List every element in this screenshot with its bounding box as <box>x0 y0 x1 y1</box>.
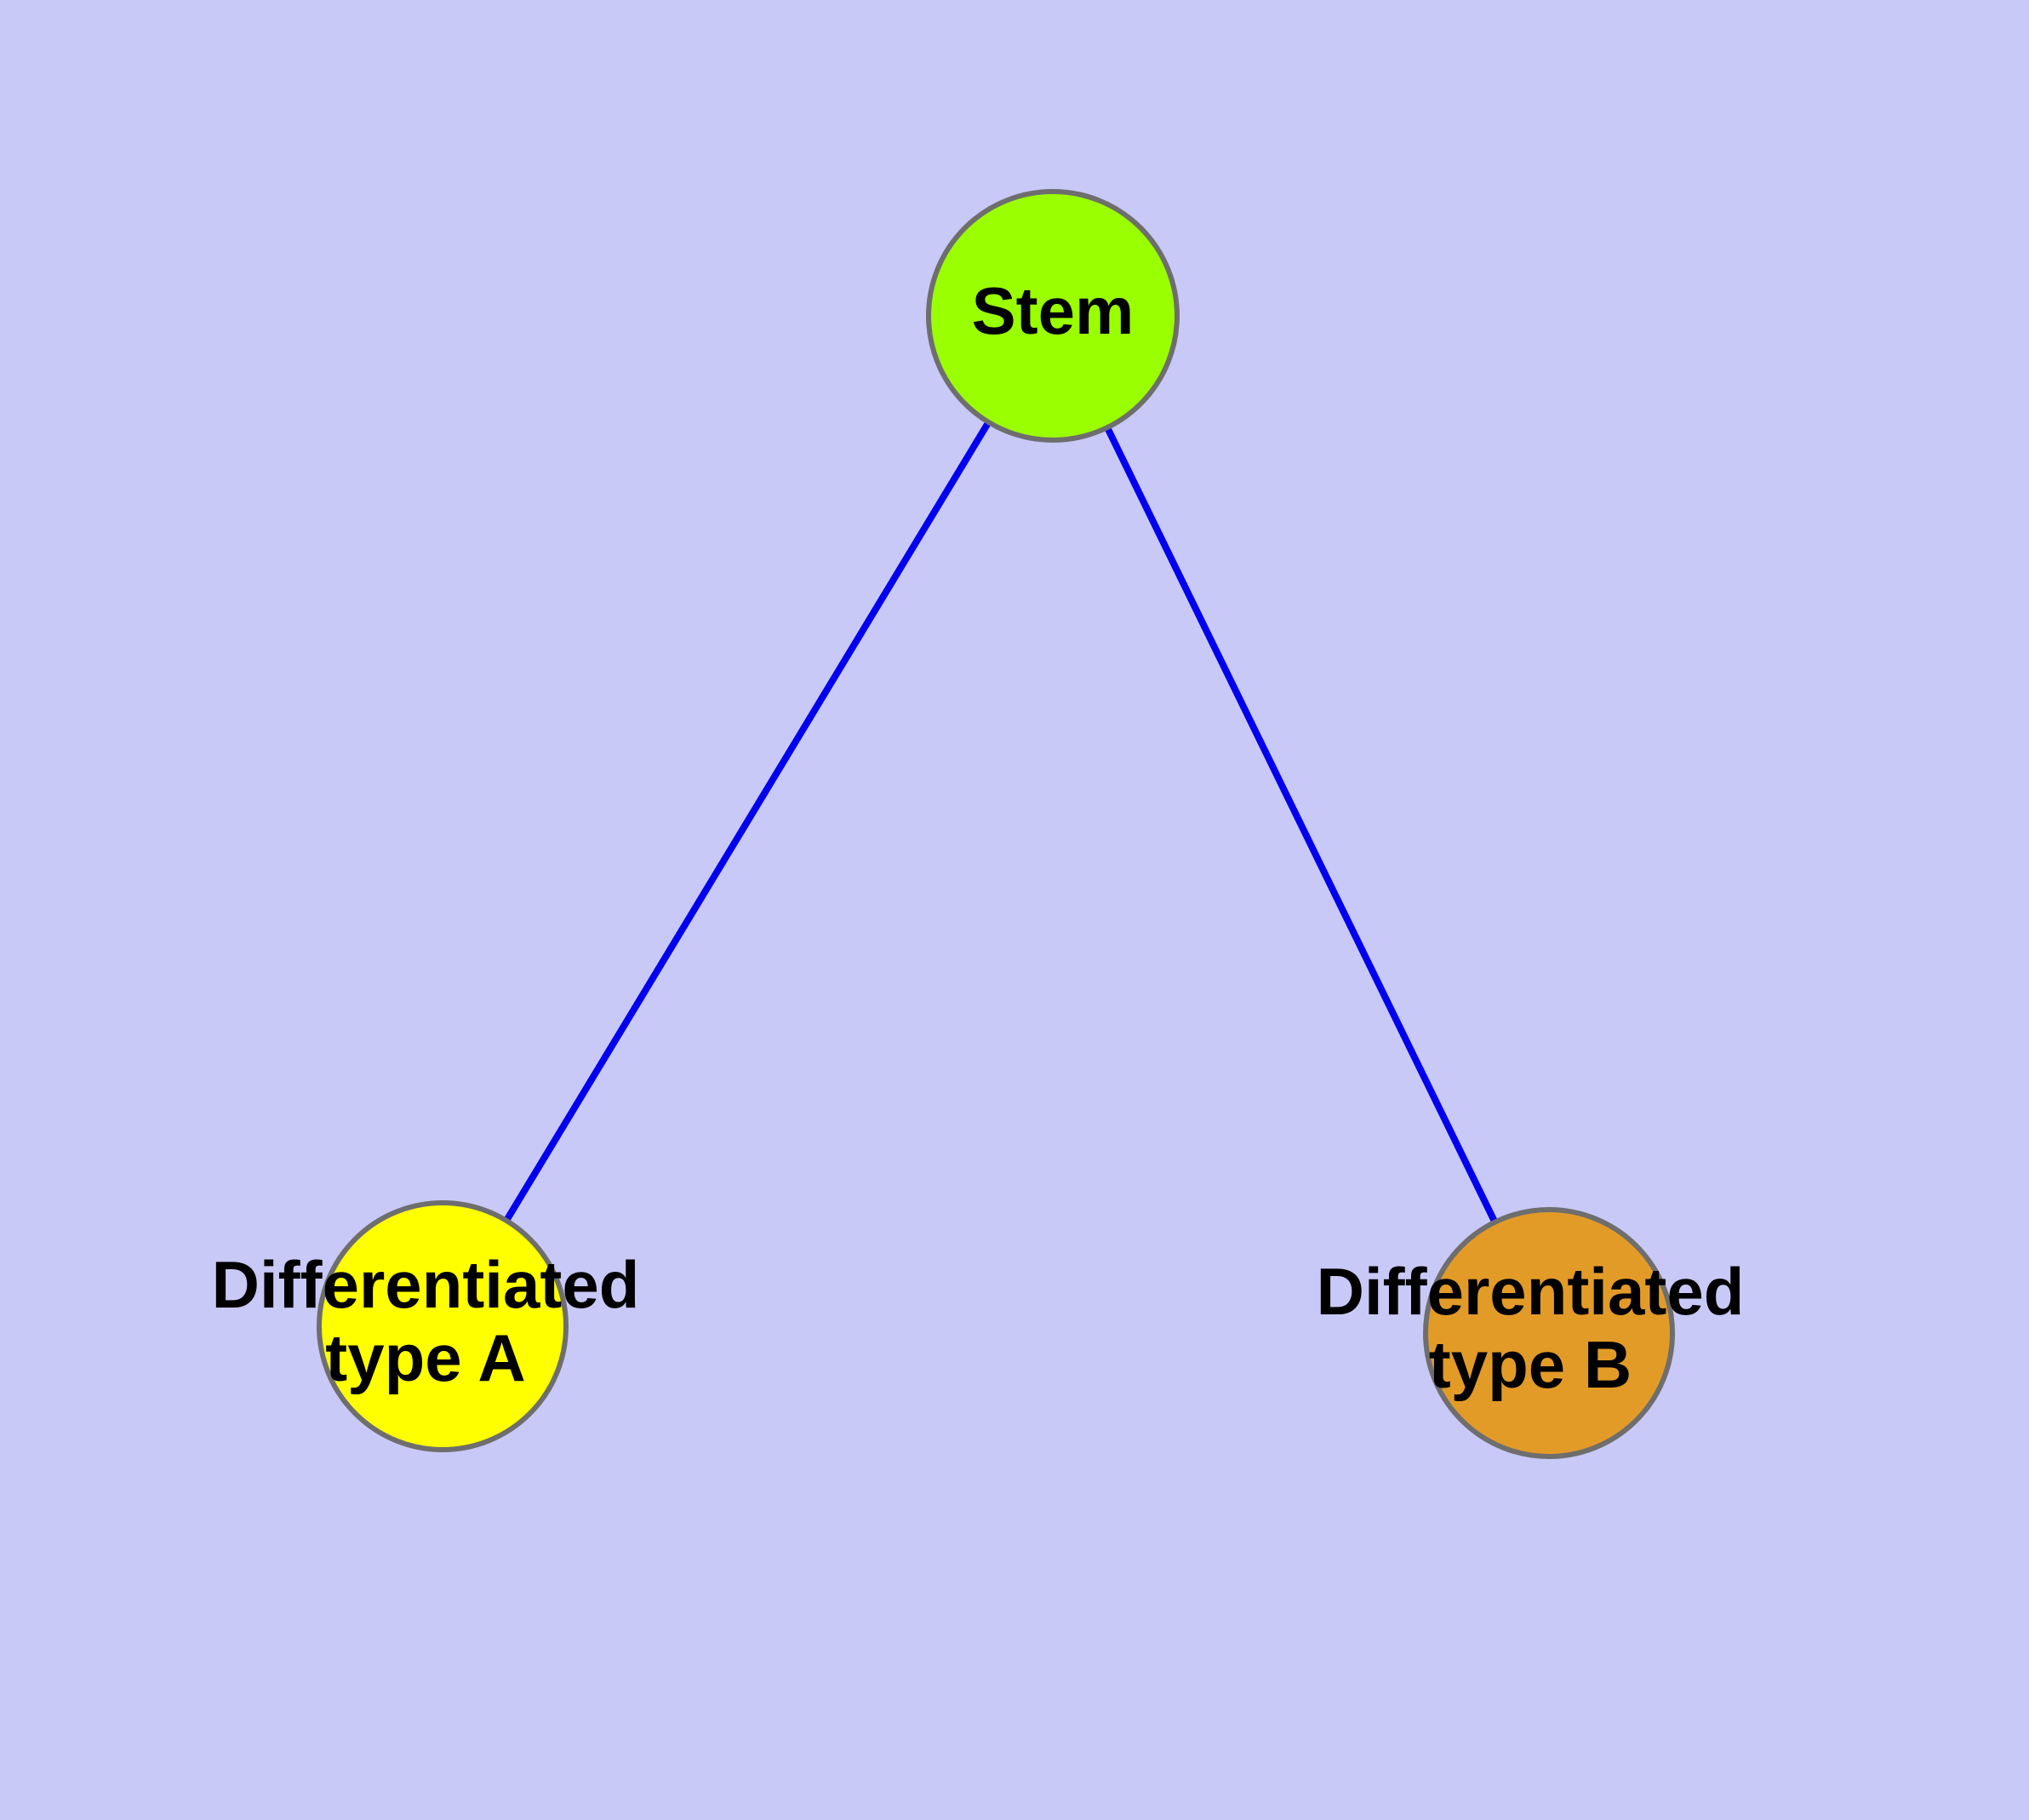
node-circle-diff_a[interactable] <box>317 1200 569 1452</box>
edge-stem-b[interactable] <box>1049 314 1552 1335</box>
node-diff_b[interactable] <box>1423 1207 1675 1459</box>
node-label-line: Differentiated <box>1317 1254 1745 1329</box>
node-label-line: Stem <box>972 273 1135 348</box>
node-label-line: type B <box>1429 1327 1632 1402</box>
node-circle-diff_b[interactable] <box>1423 1207 1675 1459</box>
node-circle-stem[interactable] <box>926 189 1180 443</box>
node-label-line: type A <box>325 1320 526 1395</box>
node-label-line: Differentiated <box>212 1247 640 1322</box>
node-stem[interactable] <box>926 189 1180 443</box>
node-diff_a[interactable] <box>317 1200 569 1452</box>
edge-layer <box>439 313 1552 1335</box>
node-label-stem: Stem <box>972 273 1135 348</box>
edge-stem-a[interactable] <box>439 313 1056 1329</box>
node-layer <box>317 189 1675 1459</box>
